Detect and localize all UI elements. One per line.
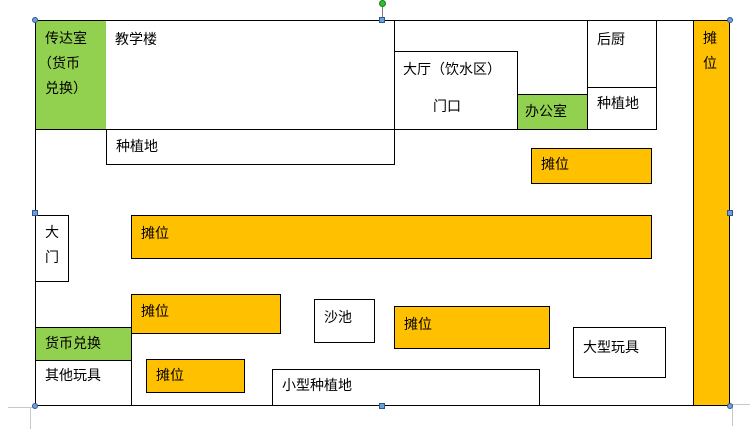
door-label: 门口 — [433, 99, 461, 115]
hall-label: 大厅（饮水区） — [403, 62, 501, 78]
planting-area-left[interactable]: 种植地 — [106, 129, 395, 165]
office[interactable]: 办公室 — [517, 94, 588, 130]
reception-label-line3: 兑换） — [45, 81, 87, 97]
small-planting-area[interactable]: 小型种植地 — [272, 369, 540, 406]
reception-room[interactable]: 传达室 （货币 兑换） — [35, 20, 107, 130]
small-planting-label: 小型种植地 — [282, 378, 352, 394]
ruler-guide-right — [730, 404, 750, 405]
stall-bottom[interactable]: 摊位 — [146, 359, 245, 393]
stall-center-label: 摊位 — [404, 317, 432, 333]
stall-right-edge[interactable]: 摊 位 — [693, 20, 730, 406]
sandpit-label: 沙池 — [324, 310, 352, 326]
back-kitchen[interactable]: 后厨 — [587, 20, 657, 88]
rotation-handle[interactable] — [379, 0, 386, 7]
currency-exchange[interactable]: 货币兑换 — [35, 327, 132, 361]
main-gate-label-1: 大 — [45, 225, 59, 241]
teaching-building[interactable]: 教学楼 — [106, 20, 395, 130]
stall-wide-label: 摊位 — [141, 226, 169, 242]
ruler-guide-right-v — [732, 404, 733, 426]
selection-handle-bottom-right[interactable] — [727, 403, 733, 409]
back-kitchen-label: 后厨 — [597, 32, 625, 48]
main-gate[interactable]: 大 门 — [35, 215, 69, 282]
office-label: 办公室 — [525, 104, 567, 120]
reception-label-line1: 传达室 — [45, 31, 87, 47]
planting-left-label: 种植地 — [116, 139, 158, 155]
stall-right-edge-label-2: 位 — [703, 56, 717, 72]
currency-exchange-label: 货币兑换 — [45, 336, 101, 352]
big-toys-area[interactable]: 大型玩具 — [573, 327, 666, 378]
ruler-guide-left — [8, 407, 33, 408]
stall-bottom-label: 摊位 — [156, 368, 184, 384]
stall-center[interactable]: 摊位 — [394, 306, 550, 349]
teaching-building-label: 教学楼 — [115, 32, 157, 48]
selection-handle-top-right[interactable] — [727, 17, 733, 23]
stall-top-right-label: 摊位 — [541, 157, 569, 173]
stall-top-right[interactable]: 摊位 — [531, 148, 652, 184]
hall-drinking-area[interactable]: 大厅（饮水区） 门口 — [394, 51, 518, 130]
big-toys-label: 大型玩具 — [583, 340, 639, 356]
planting-right-label: 种植地 — [597, 96, 639, 112]
stall-right-edge-label-1: 摊 — [703, 31, 717, 47]
other-toys-area[interactable]: 其他玩具 — [35, 361, 132, 406]
stall-left-label: 摊位 — [141, 304, 169, 320]
ruler-guide-left-v — [30, 407, 31, 429]
selection-handle-bottom-left[interactable] — [32, 403, 38, 409]
selection-handle-top-left[interactable] — [32, 17, 38, 23]
main-gate-label-2: 门 — [45, 250, 59, 266]
selection-handle-bottom-middle[interactable] — [379, 403, 385, 409]
sandpit[interactable]: 沙池 — [314, 299, 375, 343]
stall-wide[interactable]: 摊位 — [131, 215, 652, 259]
selection-handle-middle-left[interactable] — [32, 210, 38, 216]
other-toys-label: 其他玩具 — [45, 368, 101, 384]
reception-label-line2: （货币 — [38, 56, 80, 72]
planting-area-right[interactable]: 种植地 — [587, 87, 657, 130]
selection-handle-middle-right[interactable] — [727, 210, 733, 216]
selection-handle-top-middle[interactable] — [379, 17, 385, 23]
rotation-stem — [382, 6, 383, 20]
stall-left[interactable]: 摊位 — [131, 294, 281, 334]
